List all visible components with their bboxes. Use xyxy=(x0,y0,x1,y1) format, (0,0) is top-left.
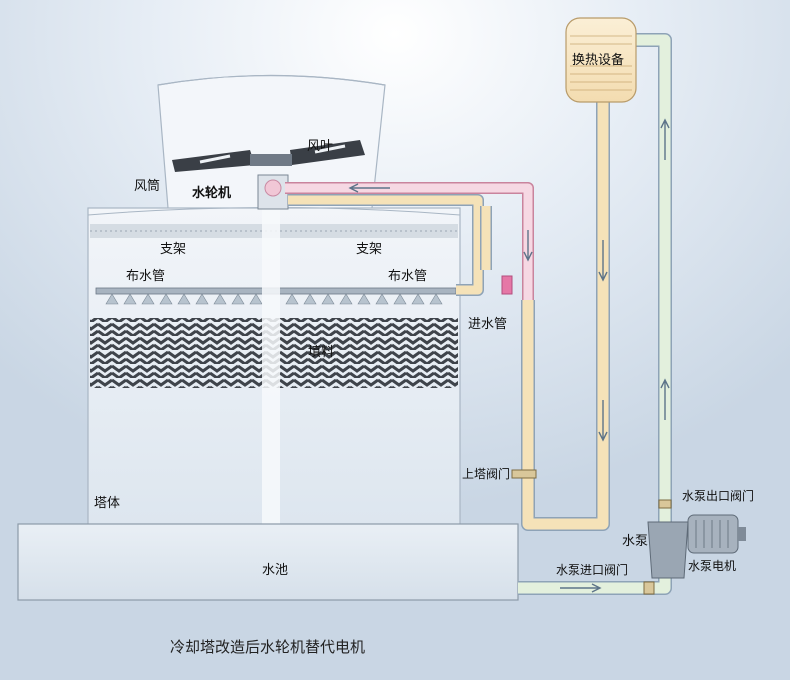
support-right-label: 支架 xyxy=(356,242,382,257)
turbine-outlet-pipe xyxy=(288,195,483,295)
basin-label: 水池 xyxy=(262,563,288,578)
distribution-pipe-left-label: 布水管 xyxy=(126,269,165,284)
fan-blades xyxy=(172,140,365,172)
distribution-pipe-right-label: 布水管 xyxy=(388,269,427,284)
turbine-shaft xyxy=(262,200,280,526)
tower-valve[interactable] xyxy=(511,469,537,479)
diagram-caption: 冷却塔改造后水轮机替代电机 xyxy=(170,638,365,656)
fan-cylinder-label: 风筒 xyxy=(134,178,160,194)
inlet-valve[interactable] xyxy=(501,275,513,295)
pump-outlet-valve-label: 水泵出口阀门 xyxy=(682,488,754,503)
support-left-label: 支架 xyxy=(160,242,186,257)
pump-label: 水泵 xyxy=(622,534,648,549)
pump-inlet-valve-label: 水泵进口阀门 xyxy=(556,562,628,577)
pump-motor-label: 水泵电机 xyxy=(688,559,736,573)
tower-body-label: 塔体 xyxy=(94,496,120,511)
fill-label: 填料 xyxy=(308,345,334,360)
spray-nozzles xyxy=(105,293,443,305)
fan-blade-label: 风叶 xyxy=(307,139,333,154)
pump-inlet-valve[interactable] xyxy=(643,581,655,595)
water-basin xyxy=(17,523,519,601)
pump-body xyxy=(647,521,689,579)
heat-exchanger-label: 换热设备 xyxy=(572,52,624,68)
heat-exchanger xyxy=(565,17,637,103)
tower-valve-label: 上塔阀门 xyxy=(462,466,510,481)
water-turbine-label: 水轮机 xyxy=(192,185,231,201)
inlet-pipe-label: 进水管 xyxy=(468,317,507,332)
flow-arrows xyxy=(348,118,670,593)
pump-outlet-valve[interactable] xyxy=(658,499,672,509)
return-pipe xyxy=(522,98,609,530)
